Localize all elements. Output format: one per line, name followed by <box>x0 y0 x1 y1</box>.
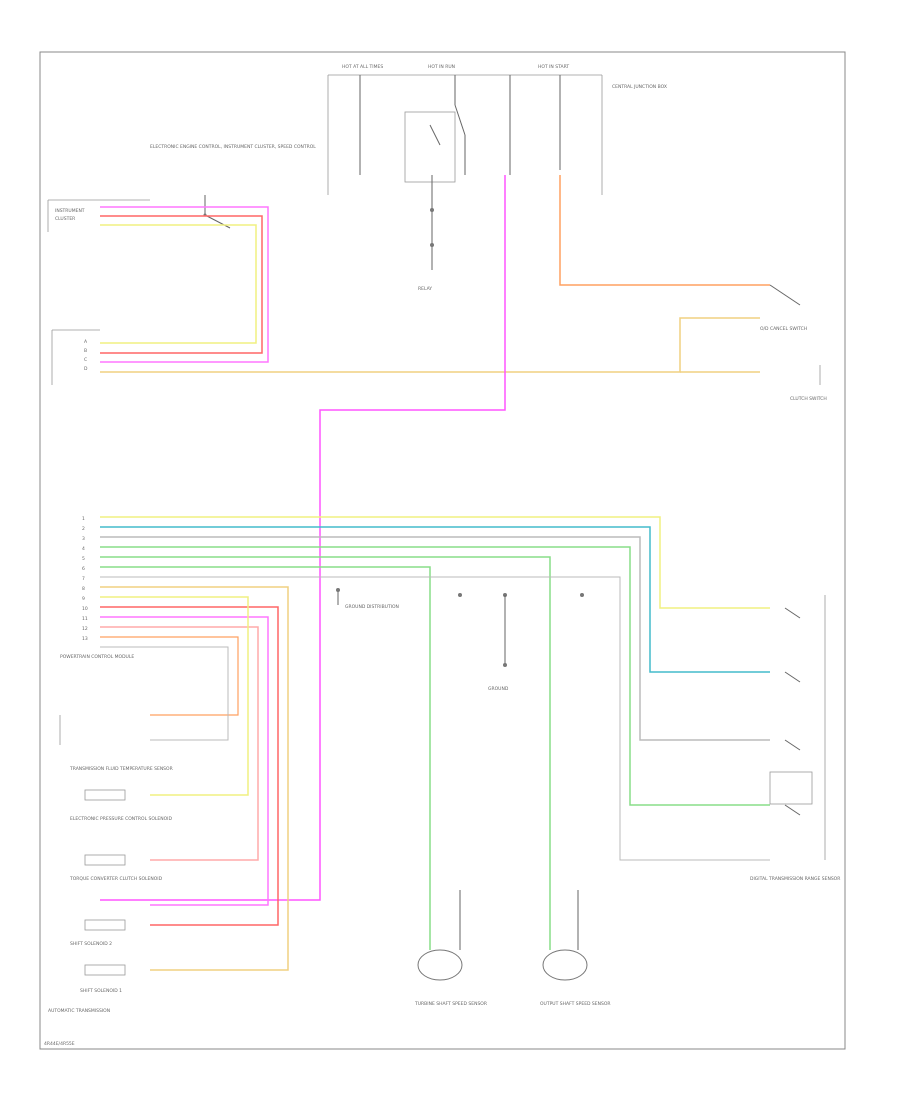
svg-text:1: 1 <box>82 516 85 522</box>
svg-text:11: 11 <box>82 616 88 622</box>
svg-text:9: 9 <box>82 596 85 602</box>
svg-text:10: 10 <box>82 606 88 612</box>
svg-text:8: 8 <box>82 586 85 592</box>
svg-text:GROUND: GROUND <box>488 686 509 692</box>
shift-solenoid-1-label: SHIFT SOLENOID 1 <box>80 988 122 994</box>
ground-block: GROUND DISTRIBUTION GROUND <box>336 588 584 692</box>
transmission-label: AUTOMATIC TRANSMISSION <box>48 1008 110 1014</box>
output-speed-label: OUTPUT SHAFT SPEED SENSOR <box>540 1001 611 1007</box>
range-sensor-wires <box>100 516 770 971</box>
tft-sensor-label: TRANSMISSION FLUID TEMPERATURE SENSOR <box>69 766 173 772</box>
svg-text:6: 6 <box>82 566 85 572</box>
footer-label: 4R44E/4R55E <box>44 1041 75 1047</box>
svg-text:INSTRUMENT: INSTRUMENT <box>55 208 85 214</box>
svg-text:D: D <box>84 366 88 372</box>
pcm-top-block: ELECTRONIC ENGINE CONTROL, INSTRUMENT CL… <box>47 144 316 232</box>
speed-sensors: TURBINE SHAFT SPEED SENSOR OUTPUT SHAFT … <box>414 890 611 1007</box>
svg-text:3: 3 <box>82 536 85 542</box>
fuse-label-2: HOT IN RUN <box>428 64 455 70</box>
svg-text:2: 2 <box>82 526 85 532</box>
relay-label: RELAY <box>418 286 432 292</box>
transmission-components: TRANSMISSION FLUID TEMPERATURE SENSOR EL… <box>48 715 173 1014</box>
wires-top-left <box>100 206 760 373</box>
od-cancel-label: O/D CANCEL SWITCH <box>760 326 807 332</box>
diagram-frame <box>39 51 846 1050</box>
svg-text:C: C <box>84 357 87 363</box>
fuse-label-3: HOT IN START <box>538 64 569 70</box>
fuse-label-1: HOT AT ALL TIMES <box>342 64 383 70</box>
pcm-mid-block: A B C D <box>51 329 100 385</box>
turbine-speed-label: TURBINE SHAFT SPEED SENSOR <box>414 1001 487 1007</box>
range-sensor-label: DIGITAL TRANSMISSION RANGE SENSOR <box>750 876 840 882</box>
tcc-solenoid-label: TORQUE CONVERTER CLUTCH SOLENOID <box>69 876 163 882</box>
svg-text:CLUSTER: CLUSTER <box>55 216 75 222</box>
svg-text:5: 5 <box>82 556 85 562</box>
central-junction-label: CENTRAL JUNCTION BOX <box>612 84 667 90</box>
pcm-top-label: ELECTRONIC ENGINE CONTROL, INSTRUMENT CL… <box>150 144 316 150</box>
pcm-connector-rows: 1 2 3 4 5 6 7 8 9 10 11 12 13 POWERTRAIN… <box>60 516 134 660</box>
svg-text:12: 12 <box>82 626 88 632</box>
fuse-block: HOT AT ALL TIMES HOT IN RUN HOT IN START… <box>327 64 667 292</box>
epc-solenoid-label: ELECTRONIC PRESSURE CONTROL SOLENOID <box>70 816 172 822</box>
pcm-bottom-label: POWERTRAIN CONTROL MODULE <box>60 654 134 660</box>
pink-feed-wire <box>100 175 506 901</box>
range-sensor: DIGITAL TRANSMISSION RANGE SENSOR <box>750 595 840 882</box>
clutch-switch-label: CLUTCH SWITCH <box>790 396 827 402</box>
svg-text:A: A <box>84 339 88 345</box>
ground-label: GROUND DISTRIBUTION <box>345 604 399 610</box>
svg-text:7: 7 <box>82 576 85 582</box>
orange-od-wire <box>559 175 770 286</box>
shift-solenoid-2-label: SHIFT SOLENOID 2 <box>70 941 112 947</box>
svg-text:4: 4 <box>82 546 85 552</box>
svg-text:B: B <box>84 348 87 354</box>
svg-text:13: 13 <box>82 636 88 642</box>
